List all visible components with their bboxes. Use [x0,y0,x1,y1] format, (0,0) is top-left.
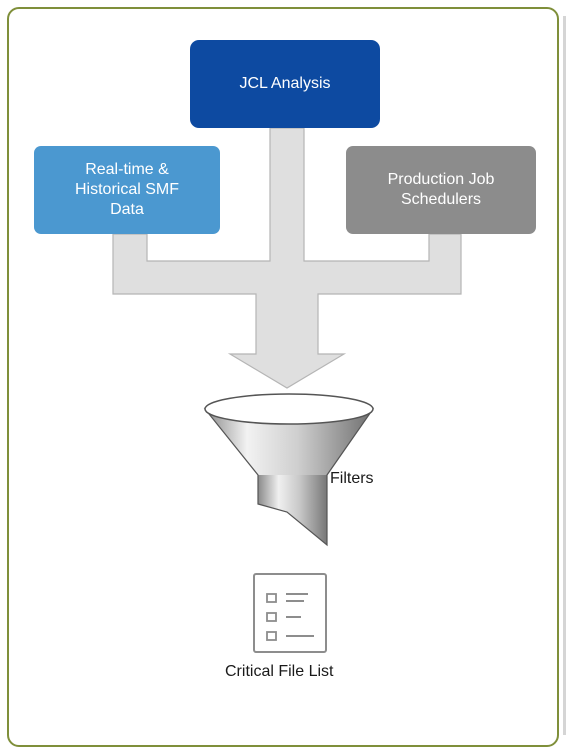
funnel-icon [203,393,375,547]
critical-file-list-label: Critical File List [225,663,334,680]
job-schedulers-box: Production Job Schedulers [346,146,536,234]
frame-shadow [563,16,566,735]
merge-arrow [112,127,462,389]
document-list-icon [253,573,327,653]
jcl-analysis-box: JCL Analysis [190,40,380,128]
filters-label: Filters [330,470,374,487]
smf-data-box: Real-time & Historical SMF Data [34,146,220,234]
